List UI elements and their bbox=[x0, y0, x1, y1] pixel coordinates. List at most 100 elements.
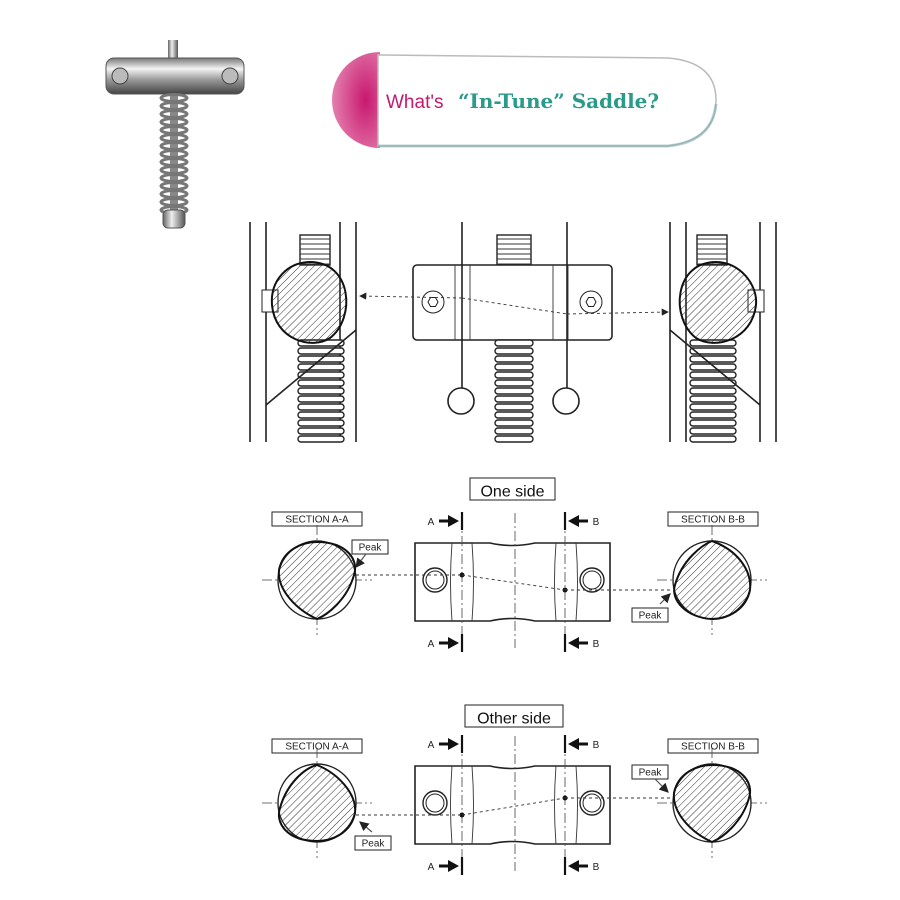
section-b-b-label: SECTION B-B bbox=[681, 742, 745, 753]
spring-coil bbox=[297, 363, 345, 371]
saddle-body bbox=[414, 765, 611, 845]
cut-label: A bbox=[428, 517, 435, 528]
spring-coil bbox=[494, 419, 534, 427]
cross-section-a bbox=[270, 260, 348, 344]
spring-coil bbox=[494, 347, 534, 355]
peak-label-b-box bbox=[631, 764, 669, 780]
spring-coil bbox=[689, 363, 737, 371]
peak-line bbox=[461, 574, 566, 591]
spring-coil bbox=[494, 395, 534, 403]
peak-label-b: Peak bbox=[639, 611, 663, 622]
peak-arrow-icon bbox=[659, 593, 671, 605]
cut-arrow-icon bbox=[568, 860, 579, 872]
cut-arrow-icon bbox=[448, 515, 459, 527]
hex-screw-icon bbox=[579, 290, 603, 314]
cut-arrow-icon bbox=[568, 738, 579, 750]
view-heading: One side bbox=[480, 484, 544, 501]
cut-arrow-icon bbox=[568, 515, 579, 527]
spring-coil bbox=[297, 379, 345, 387]
cut-label: A bbox=[428, 862, 435, 873]
spring-coil bbox=[494, 387, 534, 395]
string-line bbox=[265, 329, 357, 406]
spring-coil bbox=[297, 411, 345, 419]
screw-hole bbox=[422, 567, 448, 593]
spring-coil bbox=[689, 371, 737, 379]
peak-label-b: Peak bbox=[639, 768, 663, 779]
peak-label-a: Peak bbox=[362, 839, 386, 850]
screw-hole-inner bbox=[425, 570, 445, 590]
saddle-photo bbox=[105, 40, 245, 229]
banner-highlight: “In-Tune” Saddle? bbox=[458, 89, 659, 113]
hatched-section-b bbox=[672, 763, 752, 844]
section-a-a-label: SECTION A-A bbox=[285, 515, 349, 526]
spring-coil bbox=[494, 427, 534, 435]
screw-hole-inner bbox=[582, 570, 602, 590]
screw-hole-inner bbox=[425, 793, 445, 813]
spring-coil bbox=[297, 347, 345, 355]
spring-coil bbox=[297, 395, 345, 403]
spring-coil bbox=[689, 355, 737, 363]
spring-coil bbox=[494, 411, 534, 419]
peak-arrow-icon bbox=[359, 821, 373, 833]
groove bbox=[554, 765, 557, 845]
spring-coil bbox=[689, 347, 737, 355]
assembly-drawing bbox=[249, 222, 777, 443]
peak-arrow-icon bbox=[355, 553, 367, 568]
peak-label-a: Peak bbox=[359, 543, 383, 554]
spring-coil bbox=[494, 339, 534, 347]
view-heading-box bbox=[464, 704, 564, 728]
spring-coil bbox=[689, 387, 737, 395]
spring-coil bbox=[297, 427, 345, 435]
spring-coil bbox=[689, 395, 737, 403]
spring-coil bbox=[689, 427, 737, 435]
pointer-arrow-a bbox=[359, 292, 463, 300]
cut-label: B bbox=[593, 639, 600, 650]
cut-label: B bbox=[593, 740, 600, 751]
groove bbox=[575, 542, 578, 622]
peak-label-b-box bbox=[631, 607, 669, 623]
hatched-section-a bbox=[277, 763, 357, 843]
spring-coil bbox=[689, 411, 737, 419]
groove bbox=[450, 542, 453, 622]
hatched-section-a bbox=[277, 540, 357, 621]
view-heading-box bbox=[469, 477, 556, 501]
screw-hole bbox=[579, 790, 605, 816]
spring-coil bbox=[689, 403, 737, 411]
peak-line bbox=[461, 797, 566, 816]
spring-coil bbox=[689, 379, 737, 387]
cut-label: B bbox=[593, 862, 600, 873]
string-line bbox=[669, 329, 761, 406]
screw-hole-inner bbox=[582, 793, 602, 813]
hatched-section-b bbox=[673, 539, 752, 621]
groove bbox=[450, 765, 453, 845]
screw-top bbox=[496, 234, 532, 266]
groove bbox=[554, 542, 557, 622]
spring-coil bbox=[494, 363, 534, 371]
spring-coil bbox=[297, 435, 345, 443]
groove bbox=[471, 542, 474, 622]
section-b-b-label-box bbox=[667, 511, 759, 527]
spring-coil bbox=[494, 379, 534, 387]
screw-hole bbox=[422, 790, 448, 816]
spring-coil bbox=[689, 435, 737, 443]
section-b-b-label: SECTION B-B bbox=[681, 515, 745, 526]
cross-section-b bbox=[678, 260, 758, 344]
section-a-a-label: SECTION A-A bbox=[285, 742, 349, 753]
cut-arrow-icon bbox=[448, 738, 459, 750]
groove bbox=[471, 765, 474, 845]
screw-top bbox=[696, 234, 728, 266]
groove bbox=[575, 765, 578, 845]
title-banner: What's “In-Tune” Saddle? bbox=[332, 52, 718, 148]
cut-label: A bbox=[428, 639, 435, 650]
cut-arrow-icon bbox=[448, 637, 459, 649]
peak-label-a-box bbox=[354, 835, 392, 851]
spring-coil bbox=[494, 435, 534, 443]
spring-shaft bbox=[170, 94, 178, 214]
view-heading: Other side bbox=[477, 711, 551, 728]
section-b-b-label-box bbox=[667, 738, 759, 754]
spring-coil bbox=[494, 403, 534, 411]
spring-coil bbox=[689, 419, 737, 427]
